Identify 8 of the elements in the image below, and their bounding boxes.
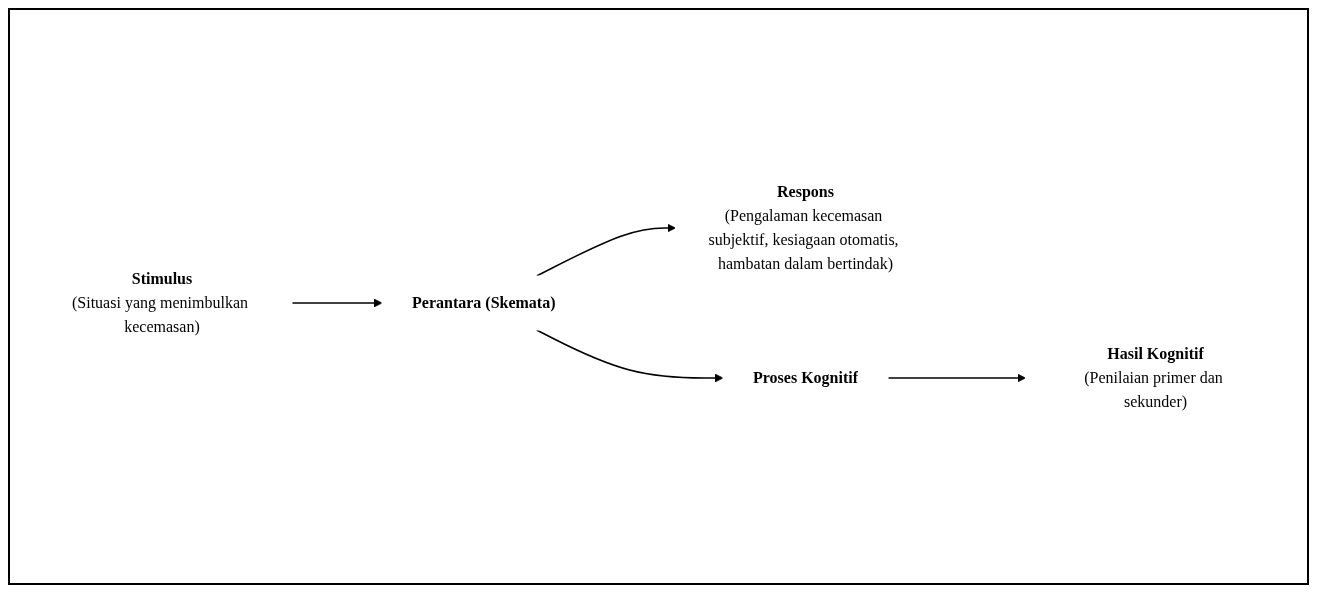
node-text: Hasil Kognitif (Penilaian primer dan sekunder) — [1083, 344, 1223, 410]
node-text: Stimulus (Situasi yang menimbulkan kecemasan) — [71, 269, 248, 335]
node-text: Respons (Pengalaman kecemasan subjektif, kesiagaan otomatis, hambatan dalam bertindak) — [708, 182, 899, 272]
node-text: Proses Kognitif — [752, 368, 858, 386]
arrow — [887, 373, 1026, 382]
arrow — [535, 328, 724, 382]
arrow — [291, 298, 383, 307]
node-text: Perantara (Skemata) — [411, 293, 556, 311]
